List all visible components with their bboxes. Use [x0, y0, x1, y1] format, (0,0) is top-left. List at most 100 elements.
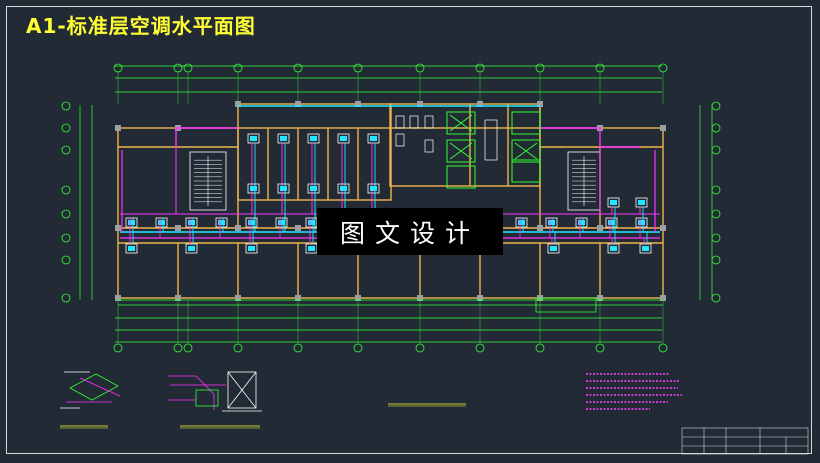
column	[175, 295, 181, 301]
fan-coil-unit-icon	[125, 217, 138, 238]
bottom-dimension-lines	[115, 317, 662, 343]
axis-bubble	[61, 101, 71, 111]
fan-coil-unit-icon	[247, 183, 260, 232]
column	[235, 225, 241, 231]
fan-coil-unit-icon	[155, 217, 168, 238]
axis-bubble	[415, 343, 425, 353]
axis-bubble	[293, 63, 303, 73]
detail-drawing-2	[168, 371, 262, 429]
fan-coil-unit-icon	[215, 217, 228, 238]
column	[295, 295, 301, 301]
axis-bubble	[61, 233, 71, 243]
drawing-title: A1-标准层空调水平面图	[26, 14, 256, 38]
axis-bubble	[173, 343, 183, 353]
fan-coil-unit-icon	[607, 232, 620, 254]
fan-coil-unit-icon	[607, 197, 620, 232]
right-axis-bubbles	[711, 101, 721, 303]
top-dimension-lines	[115, 65, 662, 93]
mechanical-shafts	[446, 111, 541, 189]
axis-bubble	[711, 293, 721, 303]
column	[115, 295, 121, 301]
axis-bubble	[711, 209, 721, 219]
title-block	[681, 427, 809, 455]
axis-bubble	[535, 343, 545, 353]
center-caption-underline	[388, 403, 466, 407]
column	[660, 295, 666, 301]
axis-bubble	[711, 185, 721, 195]
fan-coil-unit-icon	[245, 232, 258, 254]
side-dimension-lines	[79, 105, 713, 300]
axis-bubble	[475, 343, 485, 353]
axis-bubble	[183, 343, 193, 353]
fan-coil-unit-icon	[575, 217, 588, 238]
axis-bubble	[61, 209, 71, 219]
column	[417, 295, 423, 301]
column	[115, 125, 121, 131]
axis-bubble	[61, 123, 71, 133]
fan-coil-unit-icon	[639, 232, 652, 254]
fan-coil-unit-icon	[547, 232, 560, 254]
axis-bubble	[61, 185, 71, 195]
column	[295, 101, 301, 107]
fan-coil-unit-icon	[277, 133, 290, 232]
plumbing-fixtures	[395, 115, 498, 161]
site-lines	[118, 297, 663, 313]
axis-bubble	[233, 63, 243, 73]
axis-bubble	[475, 63, 485, 73]
axis-bubble	[415, 63, 425, 73]
axis-bubble	[173, 63, 183, 73]
stair-symbol-icon	[189, 151, 601, 211]
fan-coil-unit-icon	[185, 232, 198, 254]
fan-coil-unit-icon	[515, 217, 528, 238]
axis-bubble	[113, 63, 123, 73]
axis-bubble	[595, 343, 605, 353]
building-walls	[117, 103, 664, 299]
column	[235, 101, 241, 107]
fan-coil-unit-icon	[605, 217, 618, 238]
column	[417, 101, 423, 107]
axis-bubble	[353, 63, 363, 73]
column	[597, 295, 603, 301]
column	[477, 295, 483, 301]
column	[355, 101, 361, 107]
fan-coil-unit-icon	[185, 217, 198, 238]
detail-drawing-1	[60, 371, 121, 429]
fan-coil-unit-icon	[275, 217, 288, 238]
column	[295, 225, 301, 231]
axis-bubble	[113, 343, 123, 353]
axis-bubble	[658, 343, 668, 353]
column	[660, 125, 666, 131]
axis-bubble	[711, 233, 721, 243]
column	[537, 225, 543, 231]
column	[355, 295, 361, 301]
axis-bubble	[61, 293, 71, 303]
fan-coil-unit-icon	[245, 217, 258, 238]
axis-bubble	[535, 63, 545, 73]
bottom-axis-bubbles	[113, 300, 668, 353]
column	[115, 225, 121, 231]
fan-coil-unit-icon	[635, 197, 648, 232]
column	[597, 225, 603, 231]
fan-coil-unit-icon	[277, 183, 290, 232]
axis-bubble	[658, 63, 668, 73]
axis-bubble	[293, 343, 303, 353]
axis-bubble	[183, 63, 193, 73]
watermark-label: 图文设计	[317, 208, 503, 255]
axis-bubble	[353, 343, 363, 353]
axis-bubble	[61, 145, 71, 155]
column	[477, 101, 483, 107]
fan-coil-unit-icon	[125, 232, 138, 254]
top-axis-bubbles	[113, 63, 668, 104]
axis-bubble	[711, 101, 721, 111]
axis-bubble	[233, 343, 243, 353]
fan-coil-unit-icon	[545, 217, 558, 238]
axis-bubble	[711, 255, 721, 265]
column	[175, 225, 181, 231]
axis-bubble	[61, 255, 71, 265]
fan-coil-unit-icon	[307, 183, 320, 232]
column	[660, 225, 666, 231]
design-notes	[586, 373, 682, 410]
column	[235, 295, 241, 301]
